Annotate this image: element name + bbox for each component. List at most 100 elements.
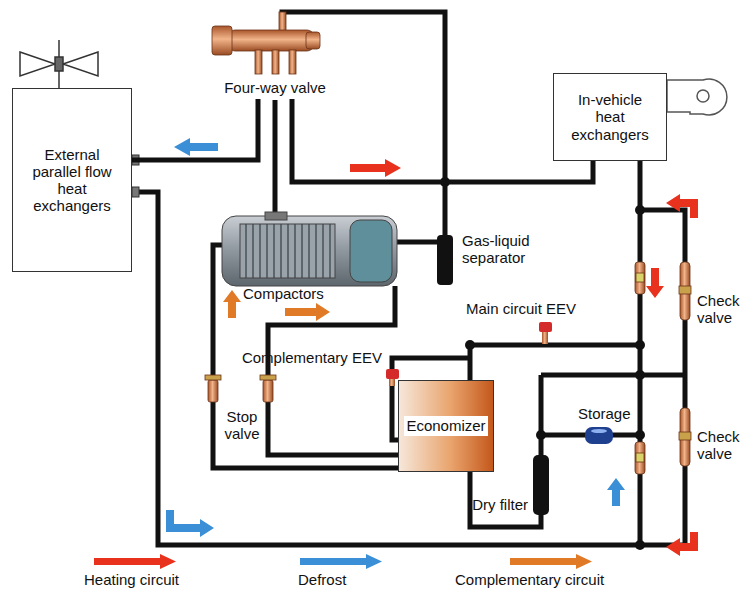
pipe — [468, 345, 473, 380]
stop-valve-symbol — [263, 380, 273, 402]
connector-stub — [132, 187, 139, 197]
separator-symbol — [437, 235, 453, 285]
flow-arrow — [666, 532, 698, 556]
pipe-junction — [635, 340, 645, 350]
check-valve-symbol — [679, 432, 691, 440]
pipe-junction — [635, 205, 645, 215]
legend-text: Complementary circuit — [455, 571, 604, 588]
eev-symbol — [539, 322, 552, 332]
blower-symbol — [697, 90, 709, 102]
legend-item: Defrost — [298, 554, 384, 588]
stop-valve-symbol — [205, 375, 276, 402]
component-label: Gas-liquid separator — [462, 232, 552, 267]
dry-filter-symbol — [533, 455, 549, 515]
flow-arrow — [166, 510, 214, 537]
node-text: In-vehicle heat exchangers — [566, 91, 654, 143]
four-way-valve-symbol — [289, 50, 296, 74]
node-text: Economizer — [404, 416, 487, 435]
eev-symbol — [542, 331, 548, 344]
pipe-junction — [635, 430, 645, 440]
component-label: Storage — [578, 405, 631, 422]
compressor-symbol — [265, 212, 287, 220]
pipe-junction — [635, 370, 645, 380]
pipe — [273, 100, 278, 218]
legend-arrow — [510, 554, 594, 569]
node-text: Four-way valve — [224, 79, 326, 96]
stop-valve-symbol — [260, 375, 276, 380]
node-text: External parallel flow heat exchangers — [22, 146, 122, 215]
legend-arrow — [300, 554, 384, 569]
blower-symbol — [667, 79, 727, 115]
pipe — [470, 343, 640, 348]
legend-text: Heating circuit — [84, 571, 179, 588]
separator-symbol — [437, 235, 453, 285]
check-valve-symbol — [680, 262, 690, 320]
component-box: Economizer — [398, 380, 494, 472]
pipe — [282, 12, 445, 235]
check-valve-symbol — [679, 286, 691, 294]
valve-symbol — [635, 262, 645, 294]
component-box: External parallel flow heat exchangers — [12, 88, 132, 272]
storage-symbol — [585, 427, 613, 444]
four-way-valve-symbol — [228, 30, 314, 51]
pipe — [539, 375, 544, 455]
flow-arrow — [646, 268, 664, 298]
fan-symbol — [20, 52, 55, 76]
eev-symbol — [386, 369, 399, 379]
pipe-junction — [536, 430, 546, 440]
check-valve-symbol — [680, 408, 690, 466]
pipe-junction — [635, 540, 645, 550]
check-valve-symbol — [679, 262, 691, 466]
eev-symbol — [386, 322, 552, 386]
storage-symbol — [591, 429, 607, 433]
compressor-symbol — [350, 220, 392, 282]
component-label: Dry filter — [472, 496, 528, 513]
legend-item: Complementary circuit — [455, 554, 604, 588]
pipe — [268, 286, 398, 455]
flow-arrow — [174, 138, 218, 156]
four-way-valve-symbol — [212, 26, 232, 55]
component-label: Complementary EEV — [242, 349, 382, 366]
component-label: Check valve — [697, 292, 745, 327]
valve-symbol — [635, 262, 645, 474]
legend-arrow — [94, 554, 178, 569]
legend-swatch — [510, 554, 592, 569]
pipe — [132, 12, 685, 545]
stop-valve-symbol — [205, 375, 221, 380]
pipe — [638, 161, 643, 545]
compressor-symbol — [240, 224, 335, 278]
pipe — [541, 373, 685, 378]
fan-symbol — [20, 40, 98, 88]
legend-swatch — [94, 554, 176, 569]
valve-symbol — [636, 273, 644, 282]
flow-arrow — [666, 194, 698, 218]
eev-symbol — [389, 378, 395, 386]
component-box: In-vehicle heat exchangers — [553, 73, 667, 161]
flow-arrow — [350, 159, 401, 177]
pipe-junction — [465, 340, 475, 350]
dry-filter-symbol — [533, 455, 549, 515]
pipe — [395, 240, 437, 245]
legend-item: Heating circuit — [84, 554, 179, 588]
component-label: Check valve — [697, 428, 745, 463]
fan-symbol — [55, 57, 63, 71]
flow-arrow — [607, 478, 625, 506]
valve-symbol — [636, 453, 644, 462]
legend-swatch — [300, 554, 382, 569]
pipe — [470, 472, 541, 527]
fan-symbol — [63, 52, 98, 76]
compressor-symbol — [222, 212, 397, 286]
component-label-node: Four-way valve — [205, 77, 345, 99]
four-way-valve-symbol — [255, 50, 262, 74]
component-label: Stop valve — [219, 408, 265, 443]
pipe-connector — [132, 99, 258, 160]
pipe-junction — [440, 177, 645, 550]
stop-valve-symbol — [208, 380, 218, 402]
compressor-symbol — [222, 216, 397, 286]
legend-text: Defrost — [298, 571, 384, 588]
four-way-valve-symbol — [272, 50, 279, 74]
pipe-connector — [292, 99, 593, 182]
valve-symbol — [635, 442, 645, 474]
four-way-valve-symbol — [212, 12, 320, 74]
